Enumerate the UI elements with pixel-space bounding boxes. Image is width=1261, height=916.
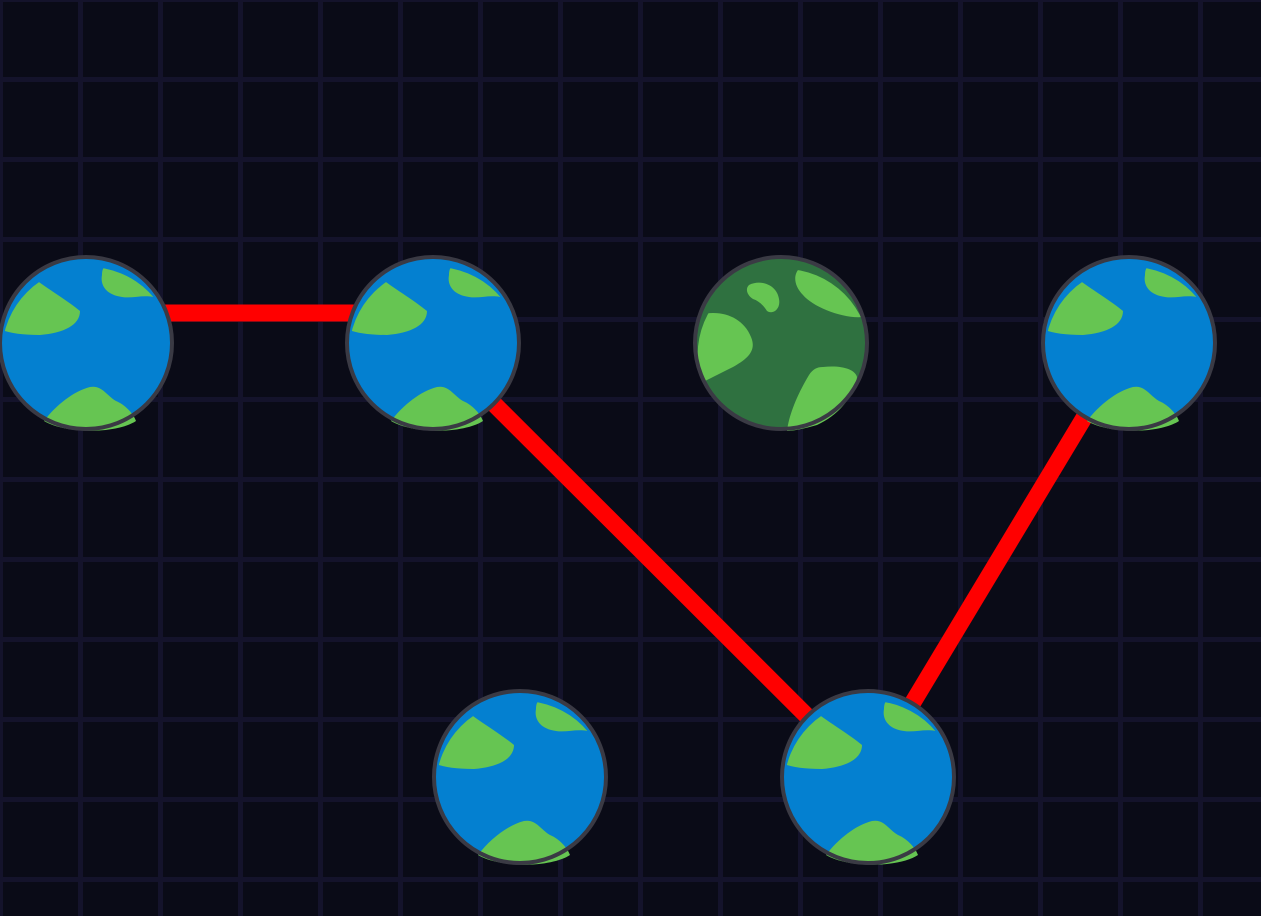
earth-icon (0, 255, 174, 431)
planet-node[interactable] (780, 689, 956, 865)
earth-icon (693, 255, 869, 431)
earth-icon (432, 689, 608, 865)
planet-node[interactable] (432, 689, 608, 865)
planet-node[interactable] (1041, 255, 1217, 431)
earth-icon (1041, 255, 1217, 431)
earth-icon (345, 255, 521, 431)
earth-icon (780, 689, 956, 865)
link-line (426, 336, 875, 784)
planet-node[interactable] (0, 255, 174, 431)
planet-node[interactable] (693, 255, 869, 431)
planet-node[interactable] (345, 255, 521, 431)
